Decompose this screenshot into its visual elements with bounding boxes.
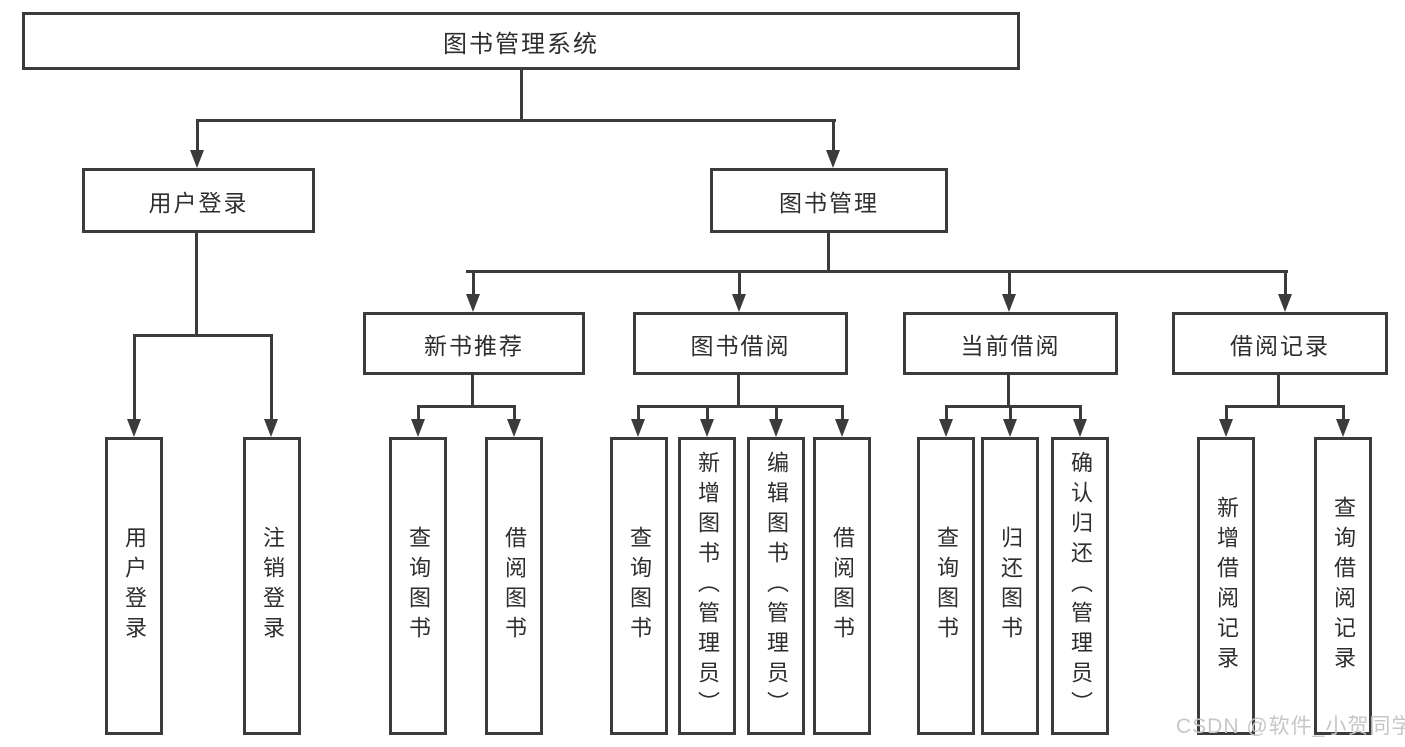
connector-drop-line (775, 405, 778, 419)
leaf-label: 新增图书（管理员） (695, 451, 720, 721)
arrowhead-down-icon (631, 419, 645, 437)
connector-records-stem (1277, 375, 1280, 408)
connector-current-rail (945, 405, 1082, 408)
arrowhead-down-icon (939, 419, 953, 437)
arrowhead-down-icon (1003, 419, 1017, 437)
leaf-node-confirm-return-admin: 确认归还（管理员） (1051, 437, 1109, 735)
connector-current-stem (1007, 375, 1010, 408)
leaf-node-borrow-books-borrowing: 借阅图书 (813, 437, 871, 735)
arrowhead-down-icon (732, 294, 746, 312)
arrowhead-down-icon (1278, 294, 1292, 312)
leaf-label: 确认归还（管理员） (1068, 451, 1093, 721)
node-book-borrowing: 图书借阅 (633, 312, 848, 375)
arrowhead-down-icon (127, 419, 141, 437)
node-label: 借阅记录 (1230, 332, 1330, 359)
leaf-label: 查询图书 (934, 526, 959, 646)
leaf-node-add-borrow-record: 新增借阅记录 (1197, 437, 1255, 735)
leaf-label: 新增借阅记录 (1214, 496, 1239, 676)
connector-drop-line (706, 405, 709, 419)
leaf-node-add-books-admin: 新增图书（管理员） (678, 437, 736, 735)
connector-records-rail (1225, 405, 1345, 408)
connector-drop-line (270, 334, 273, 419)
connector-root-rail (196, 119, 836, 122)
arrowhead-down-icon (411, 419, 425, 437)
arrowhead-down-icon (700, 419, 714, 437)
connector-drop-line (1342, 405, 1345, 419)
connector-root-stem (520, 70, 523, 122)
arrowhead-down-icon (769, 419, 783, 437)
arrowhead-down-icon (1336, 419, 1350, 437)
connector-drop-line (1284, 270, 1287, 294)
leaf-node-borrow-books-recommend: 借阅图书 (485, 437, 543, 735)
arrowhead-down-icon (466, 294, 480, 312)
leaf-node-query-books-recommend: 查询图书 (389, 437, 447, 735)
leaf-node-query-borrow-record: 查询借阅记录 (1314, 437, 1372, 735)
arrowhead-down-icon (835, 419, 849, 437)
leaf-label: 查询借阅记录 (1331, 496, 1356, 676)
node-label: 新书推荐 (424, 332, 524, 359)
leaf-label: 借阅图书 (830, 526, 855, 646)
connector-borrowing-rail (637, 405, 844, 408)
csdn-watermark: CSDN @软件_小贺同学 (1176, 715, 1405, 738)
connector-drop-line (1079, 405, 1082, 419)
leaf-node-query-books-borrowing: 查询图书 (610, 437, 668, 735)
arrowhead-down-icon (190, 150, 204, 168)
arrowhead-down-icon (1073, 419, 1087, 437)
connector-drop-line (637, 405, 640, 419)
connector-drop-line (133, 334, 136, 419)
connector-recommend-rail (417, 405, 516, 408)
node-label: 图书管理 (779, 189, 879, 216)
leaf-label: 注销登录 (260, 526, 285, 646)
node-borrowing-records: 借阅记录 (1172, 312, 1388, 375)
connector-book-mgmt-rail (466, 270, 1288, 273)
node-label: 用户登录 (148, 189, 249, 216)
connector-drop-line (472, 270, 475, 294)
leaf-node-query-books-current: 查询图书 (917, 437, 975, 735)
connector-drop-line (1009, 405, 1012, 419)
leaf-label: 归还图书 (998, 526, 1023, 646)
leaf-label: 用户登录 (122, 526, 147, 646)
connector-drop-line (196, 119, 199, 152)
arrowhead-down-icon (1219, 419, 1233, 437)
node-root-book-management-system: 图书管理系统 (22, 12, 1020, 70)
connector-drop-line (1008, 270, 1011, 294)
leaf-label: 编辑图书（管理员） (764, 451, 789, 721)
connector-user-login-rail (133, 334, 273, 337)
leaf-label: 查询图书 (406, 526, 431, 646)
leaf-label: 借阅图书 (502, 526, 527, 646)
arrowhead-down-icon (507, 419, 521, 437)
connector-book-mgmt-stem (827, 233, 830, 273)
connector-user-login-stem (195, 233, 198, 337)
connector-borrowing-stem (737, 375, 740, 408)
node-label: 当前借阅 (960, 332, 1061, 359)
leaf-label: 查询图书 (627, 526, 652, 646)
leaf-node-logout: 注销登录 (243, 437, 301, 735)
connector-drop-line (1225, 405, 1228, 419)
node-current-borrowing: 当前借阅 (903, 312, 1118, 375)
node-label: 图书管理系统 (443, 30, 599, 58)
node-new-book-recommend: 新书推荐 (363, 312, 585, 375)
arrowhead-down-icon (1002, 294, 1016, 312)
leaf-node-user-login-action: 用户登录 (105, 437, 163, 735)
connector-drop-line (738, 270, 741, 294)
connector-drop-line (513, 405, 516, 419)
node-label: 图书借阅 (690, 332, 791, 359)
arrowhead-down-icon (264, 419, 278, 437)
connector-drop-line (841, 405, 844, 419)
connector-drop-line (945, 405, 948, 419)
leaf-node-edit-books-admin: 编辑图书（管理员） (747, 437, 805, 735)
arrowhead-down-icon (826, 150, 840, 168)
node-book-management: 图书管理 (710, 168, 948, 233)
leaf-node-return-books: 归还图书 (981, 437, 1039, 735)
connector-drop-line (832, 119, 835, 152)
connector-recommend-stem (471, 375, 474, 408)
connector-drop-line (417, 405, 420, 419)
node-user-login: 用户登录 (82, 168, 315, 233)
